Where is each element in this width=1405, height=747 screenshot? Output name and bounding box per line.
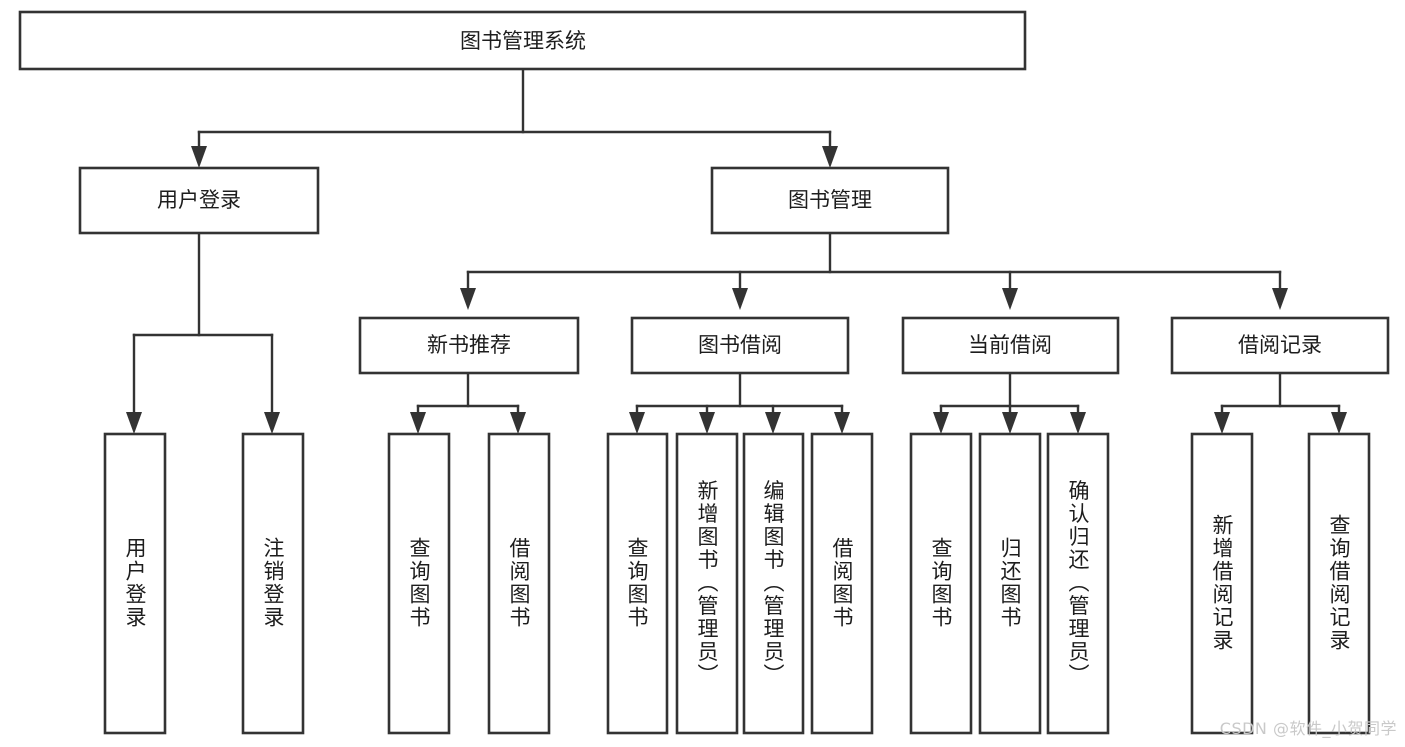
leaf-current-return-book-label: 归还图书 — [998, 537, 1022, 629]
arrow-head-borrow-leaf4 — [834, 412, 850, 434]
arrow-head-userlogin — [191, 146, 207, 168]
arrow-head-current — [1002, 288, 1018, 310]
arrow-head-current-leaf3 — [1070, 412, 1086, 434]
leaf-user-login-query-box[interactable] — [103, 432, 167, 735]
arrow-head-record — [1272, 288, 1288, 310]
leaf-record-query-record-box[interactable] — [1307, 432, 1371, 735]
leaf-current-confirm-return-label: 确认归还（管理员） — [1066, 480, 1090, 687]
leaf-current-confirm-return-box[interactable] — [1046, 432, 1110, 735]
arrow-head-borrow-leaf3 — [765, 412, 781, 434]
arrow-head-record-leaf2 — [1331, 412, 1347, 434]
connector-group-newbook — [410, 371, 526, 434]
node-book-borrow-box[interactable] — [630, 316, 850, 375]
node-user-login[interactable]: 用户登录 — [78, 166, 320, 235]
arrow-head-borrow-leaf1 — [629, 412, 645, 434]
leaf-borrow-query-book-box[interactable] — [606, 432, 669, 735]
leaf-newbook-query-book-label: 查询图书 — [407, 537, 431, 629]
leaf-user-logout[interactable]: 注销登录 — [241, 432, 305, 735]
leaf-newbook-query-book[interactable]: 查询图书 — [387, 432, 451, 735]
leaf-current-query-book-label: 查询图书 — [929, 537, 953, 629]
arrow-head-current-leaf1 — [933, 412, 949, 434]
leaf-borrow-query-book-label: 查询图书 — [625, 537, 649, 629]
leaf-user-login-query[interactable]: 用户登录 — [103, 432, 167, 735]
node-book-borrow-label: 图书借阅 — [698, 333, 782, 357]
arrow-head-borrow — [732, 288, 748, 310]
node-new-book-recommend[interactable]: 新书推荐 — [358, 316, 580, 375]
arrow-head-leaf-logout — [264, 412, 280, 434]
node-new-book-recommend-box[interactable] — [358, 316, 580, 375]
connector-group-bookmgmt — [460, 231, 1288, 310]
leaf-borrow-add-book-label: 新增图书（管理员） — [695, 480, 719, 687]
node-current-borrow-box[interactable] — [901, 316, 1120, 375]
arrow-head-newbook-leaf1 — [410, 412, 426, 434]
arrow-head-record-leaf1 — [1214, 412, 1230, 434]
node-new-book-recommend-label: 新书推荐 — [427, 333, 511, 357]
leaf-user-logout-label: 注销登录 — [261, 537, 285, 629]
leaf-current-query-book-box[interactable] — [909, 432, 973, 735]
connector-group-root — [191, 67, 838, 168]
node-current-borrow[interactable]: 当前借阅 — [901, 316, 1120, 375]
arrow-head-leaf-user-login — [126, 412, 142, 434]
leaf-current-return-book-box[interactable] — [978, 432, 1042, 735]
leaf-borrow-edit-book[interactable]: 编辑图书（管理员） — [742, 432, 805, 735]
leaf-borrow-add-book[interactable]: 新增图书（管理员） — [675, 432, 739, 735]
arrow-head-current-leaf2 — [1002, 412, 1018, 434]
leaf-newbook-borrow-book[interactable]: 借阅图书 — [487, 432, 551, 735]
connector-group-borrow — [629, 371, 850, 434]
leaf-record-query-record-label: 查询借阅记录 — [1327, 514, 1351, 652]
arrow-head-newbook — [460, 288, 476, 310]
node-book-management-label: 图书管理 — [788, 188, 872, 212]
leaf-newbook-query-book-box[interactable] — [387, 432, 451, 735]
leaf-record-query-record[interactable]: 查询借阅记录 — [1307, 432, 1371, 735]
connector-group-userlogin — [126, 231, 280, 434]
connector-group-record — [1214, 371, 1347, 434]
leaf-current-return-book[interactable]: 归还图书 — [978, 432, 1042, 735]
leaf-current-query-book[interactable]: 查询图书 — [909, 432, 973, 735]
arrow-head-newbook-leaf2 — [510, 412, 526, 434]
node-current-borrow-label: 当前借阅 — [968, 333, 1052, 357]
node-borrow-record[interactable]: 借阅记录 — [1170, 316, 1390, 375]
leaf-record-add-record-box[interactable] — [1190, 432, 1254, 735]
leaf-borrow-borrow-book[interactable]: 借阅图书 — [810, 432, 874, 735]
node-borrow-record-box[interactable] — [1170, 316, 1390, 375]
leaf-borrow-add-book-box[interactable] — [675, 432, 739, 735]
node-root-label: 图书管理系统 — [460, 29, 586, 53]
leaf-borrow-borrow-book-label: 借阅图书 — [830, 537, 854, 629]
leaf-borrow-query-book[interactable]: 查询图书 — [606, 432, 669, 735]
leaf-borrow-edit-book-box[interactable] — [742, 432, 805, 735]
csdn-watermark: CSDN @软件_小贺同学 — [1219, 719, 1397, 738]
arrow-head-borrow-leaf2 — [699, 412, 715, 434]
node-user-login-box[interactable] — [78, 166, 320, 235]
node-book-borrow[interactable]: 图书借阅 — [630, 316, 850, 375]
leaf-borrow-borrow-book-box[interactable] — [810, 432, 874, 735]
node-book-management-box[interactable] — [710, 166, 950, 235]
connector-group-current — [933, 371, 1086, 434]
node-root[interactable]: 图书管理系统 — [18, 10, 1027, 71]
leaf-borrow-edit-book-label: 编辑图书（管理员） — [761, 480, 785, 687]
node-user-login-label: 用户登录 — [157, 188, 241, 212]
node-borrow-record-label: 借阅记录 — [1238, 333, 1322, 357]
leaf-record-add-record-label: 新增借阅记录 — [1210, 514, 1234, 652]
leaf-newbook-borrow-book-box[interactable] — [487, 432, 551, 735]
node-book-management[interactable]: 图书管理 — [710, 166, 950, 235]
node-root-box[interactable] — [18, 10, 1027, 71]
arrow-head-bookmgmt — [822, 146, 838, 168]
leaf-newbook-borrow-book-label: 借阅图书 — [507, 537, 531, 629]
leaf-user-logout-box[interactable] — [241, 432, 305, 735]
leaf-user-login-query-label: 用户登录 — [123, 537, 147, 629]
leaf-current-confirm-return[interactable]: 确认归还（管理员） — [1046, 432, 1110, 735]
leaf-record-add-record[interactable]: 新增借阅记录 — [1190, 432, 1254, 735]
